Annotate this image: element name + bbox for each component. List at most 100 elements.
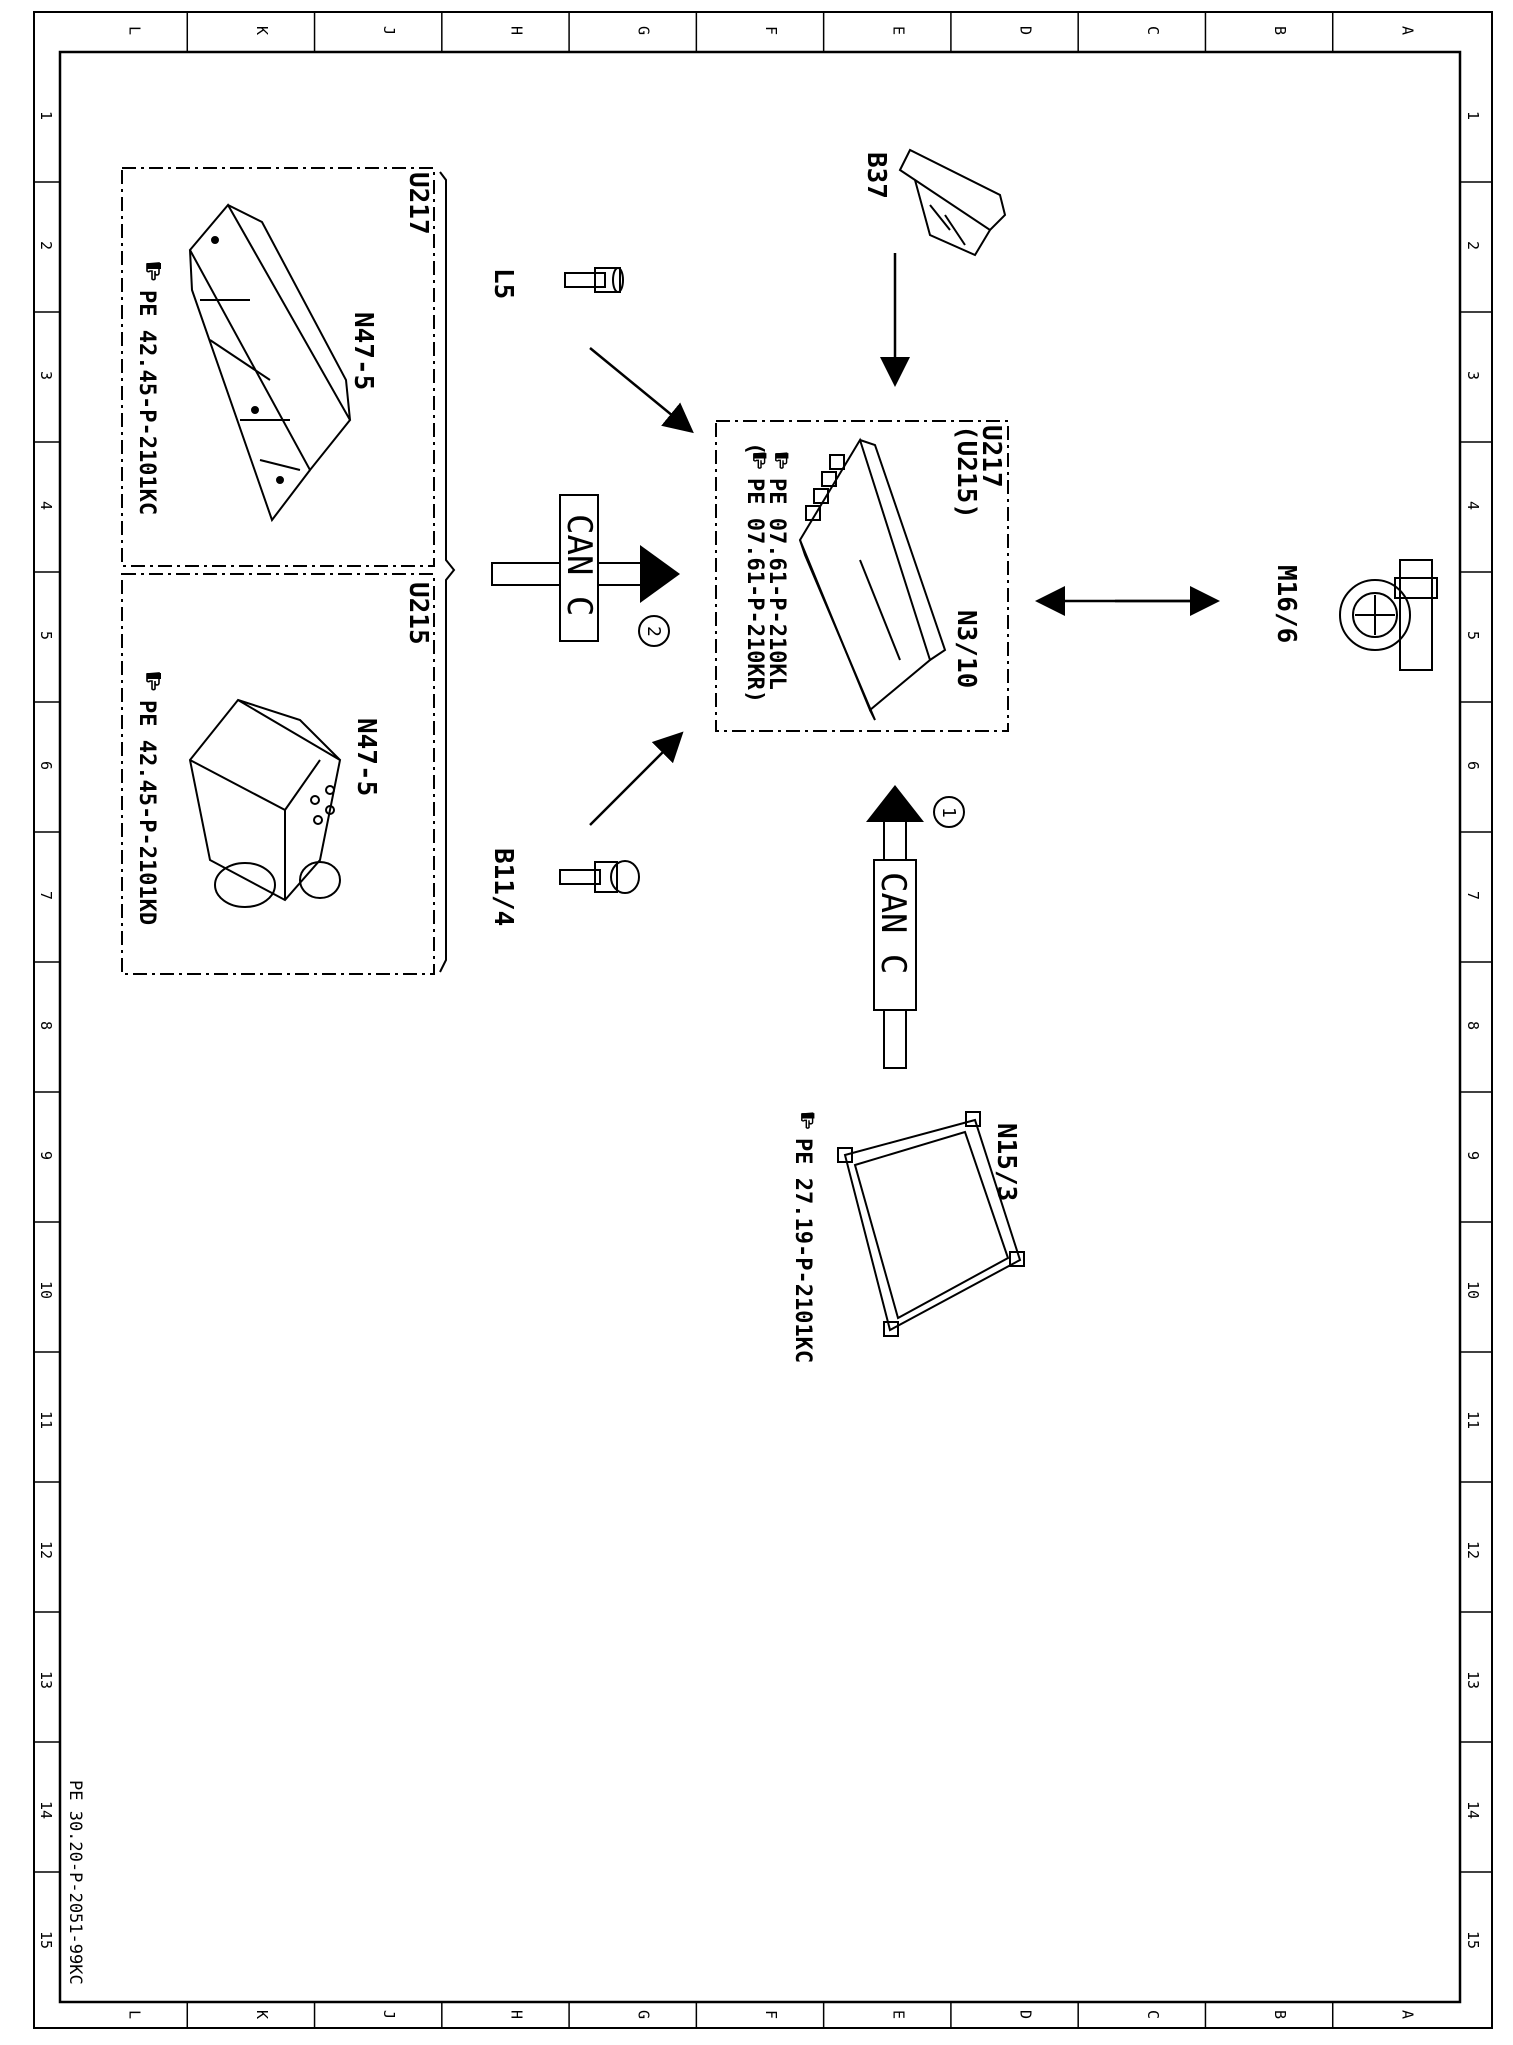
row-number: 3 (37, 371, 55, 380)
n47-5-u215-group: U215 N47-5 PE 42.45-P-2101KD (121, 171, 456, 975)
b11-4-illustration (559, 860, 640, 894)
b11-4-signal-arrow (589, 731, 684, 826)
n3-10-ecu-group: U217 (U215) N3/10 PE 07.61-P-210KL ( PE … (715, 420, 1009, 732)
document-id: PE 30.20-P-2051-99KC (65, 1780, 85, 1985)
b37-code: B37 (861, 152, 891, 199)
row-number: 10 (37, 1281, 55, 1299)
n15-3-module: N15/3 PE 27.19-P-2101KC (790, 1111, 1025, 1363)
pointing-hand-icon (801, 1112, 816, 1129)
b37-sensor: B37 (861, 148, 1007, 387)
l5-signal-arrow (589, 347, 694, 434)
row-number: 12 (1464, 1541, 1482, 1559)
b11-4-sensor: B11/4 (488, 848, 640, 926)
row-number: 6 (37, 761, 55, 770)
column-letter: A (1398, 26, 1416, 35)
m16-6-code: M16/6 (1271, 565, 1301, 643)
column-letter: F (762, 26, 780, 35)
n15-3-illustration (837, 1111, 1025, 1337)
row-number: 7 (1464, 891, 1482, 900)
column-letter: H (507, 26, 525, 35)
row-number: 8 (1464, 1021, 1482, 1030)
column-letter: F (762, 2010, 780, 2019)
n15-3-code: N15/3 (991, 1123, 1021, 1201)
pointing-hand-icon (146, 262, 162, 281)
can-c-bus-2: CAN C 2 (491, 494, 680, 647)
row-number: 2 (1464, 241, 1482, 250)
n47-5-u217-group: U217 N47-5 PE 42.45-P-2101KC (121, 167, 435, 567)
n47-5-u215-illustration (188, 698, 342, 908)
n3-10-illustration (798, 437, 947, 721)
column-letter: C (1144, 26, 1162, 35)
column-letter: B (1271, 2010, 1289, 2019)
can-c-1-label: CAN C (873, 872, 913, 974)
column-letter: D (1017, 26, 1035, 35)
m16-6-illustration (1339, 559, 1438, 671)
column-letter: L (126, 2010, 144, 2019)
n47-5-u215-variant: U215 (403, 582, 433, 645)
pointing-hand-icon (775, 452, 790, 469)
column-letter: B (1271, 26, 1289, 35)
row-number: 8 (37, 1021, 55, 1030)
grouping-brace (439, 171, 456, 973)
n3-10-variants-alt: (U215) (951, 425, 981, 519)
column-letter: H (507, 2010, 525, 2019)
row-number: 14 (1464, 1801, 1482, 1819)
column-letter: K (253, 26, 271, 35)
column-letter: D (1017, 2010, 1035, 2019)
n3-10-ref-2-prefix: ( (742, 442, 767, 455)
pointing-hand-icon (753, 452, 768, 469)
n15-3-ref: PE 27.19-P-2101KC (790, 1138, 815, 1363)
marker-2-text: 2 (643, 626, 664, 637)
column-letter: K (253, 2010, 271, 2019)
row-number: 15 (1464, 1931, 1482, 1949)
row-number: 11 (1464, 1411, 1482, 1429)
b37-illustration (898, 148, 1007, 257)
column-letter: G (635, 26, 653, 35)
column-letter: E (889, 26, 907, 35)
can-c-2-label: CAN C (559, 514, 599, 616)
row-number: 2 (37, 241, 55, 250)
marker-2 (638, 615, 670, 647)
row-number: 13 (1464, 1671, 1482, 1689)
n47-5-u217-ref: PE 42.45-P-2101KC (134, 290, 159, 515)
column-letter: L (126, 26, 144, 35)
row-number: 1 (1464, 111, 1482, 120)
column-letter: C (1144, 2010, 1162, 2019)
n47-5-u215-ref: PE 42.45-P-2101KD (134, 700, 159, 925)
n3-10-variants: U217 (976, 425, 1006, 488)
row-number: 9 (1464, 1151, 1482, 1160)
row-number: 12 (37, 1541, 55, 1559)
n47-5-u217-illustration (188, 203, 352, 523)
row-number: 10 (1464, 1281, 1482, 1299)
n47-5-u217-code: N47-5 (348, 312, 378, 390)
marker-1 (933, 796, 965, 828)
row-number: 7 (37, 891, 55, 900)
column-letter: A (1398, 2010, 1416, 2019)
n47-5-u217-variant: U217 (403, 172, 433, 235)
l5-illustration (564, 267, 624, 293)
l5-sensor: L5 (488, 267, 624, 299)
l5-code: L5 (488, 268, 518, 299)
row-number: 15 (37, 1931, 55, 1949)
row-number: 6 (1464, 761, 1482, 770)
row-number: 9 (37, 1151, 55, 1160)
row-number: 3 (1464, 371, 1482, 380)
row-number: 13 (37, 1671, 55, 1689)
column-letter: J (380, 26, 398, 35)
n3-10-ref-1: PE 07.61-P-210KL (764, 478, 789, 690)
row-number: 5 (37, 631, 55, 640)
column-letter: G (635, 2010, 653, 2019)
n47-5-u215-code: N47-5 (351, 718, 381, 796)
sheet-frame (33, 11, 1493, 2029)
row-number: 11 (37, 1411, 55, 1429)
row-number: 14 (37, 1801, 55, 1819)
column-letter: E (889, 2010, 907, 2019)
can-c-bus-1: CAN C 1 (866, 785, 965, 1069)
pointing-hand-icon (146, 672, 162, 691)
row-number: 1 (37, 111, 55, 120)
b11-4-code: B11/4 (488, 848, 518, 926)
